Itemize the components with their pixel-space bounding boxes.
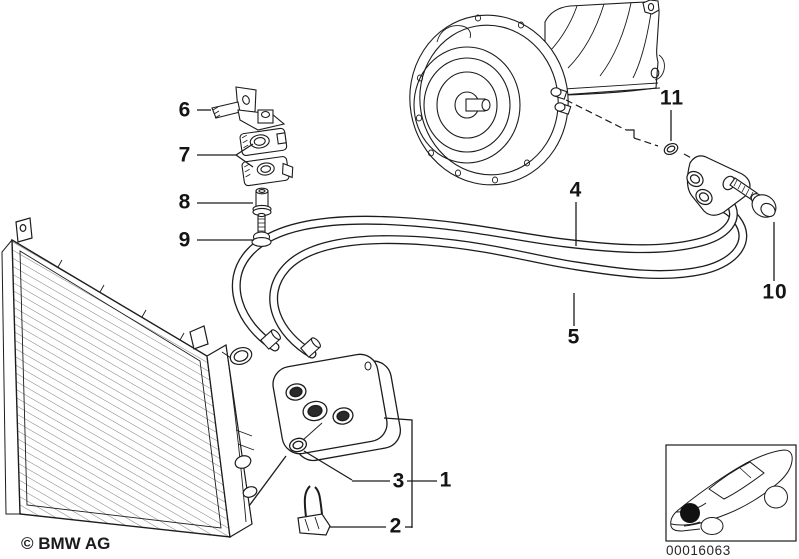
callout-6[interactable]: 6 (178, 98, 192, 122)
sleeve-8-drawing (252, 187, 272, 217)
pipe-5 (269, 201, 748, 359)
callout-8[interactable]: 8 (178, 190, 192, 214)
oring-11-drawing (663, 142, 679, 156)
transmission-oil-ports (550, 87, 572, 115)
bracket-2-drawing (297, 485, 331, 536)
car-locator-box (665, 444, 797, 542)
callout-1[interactable]: 1 (439, 468, 453, 492)
callout-2[interactable]: 2 (389, 514, 403, 538)
callout-9[interactable]: 9 (178, 228, 192, 252)
car-icon (670, 449, 793, 535)
part-number-label: 00016063 (666, 543, 731, 558)
oring-3-drawing (288, 437, 308, 453)
callout-10[interactable]: 10 (762, 280, 788, 304)
callout-7[interactable]: 7 (178, 143, 192, 167)
dashed-assembly-line (565, 99, 703, 165)
bolt-10-drawing (729, 177, 777, 218)
oil-cooler-drawing (272, 353, 402, 462)
callout-4[interactable]: 4 (569, 178, 583, 202)
radiator-drawing (1, 217, 258, 538)
transmission-drawing (409, 0, 665, 186)
pipe-4 (231, 184, 738, 352)
bracket-6-drawing (211, 86, 286, 131)
part-location-dot (680, 503, 700, 523)
callout-3[interactable]: 3 (392, 469, 406, 493)
clamps-7-drawing (239, 127, 294, 187)
callout-5[interactable]: 5 (567, 325, 581, 349)
copyright-label: © BMW AG (21, 534, 111, 553)
pipe-flange-drawing (686, 155, 751, 216)
oil-pipes-drawing (231, 184, 748, 359)
leader-lines (197, 109, 775, 528)
callout-11[interactable]: 11 (659, 86, 685, 110)
bolt-9-drawing (251, 212, 272, 247)
